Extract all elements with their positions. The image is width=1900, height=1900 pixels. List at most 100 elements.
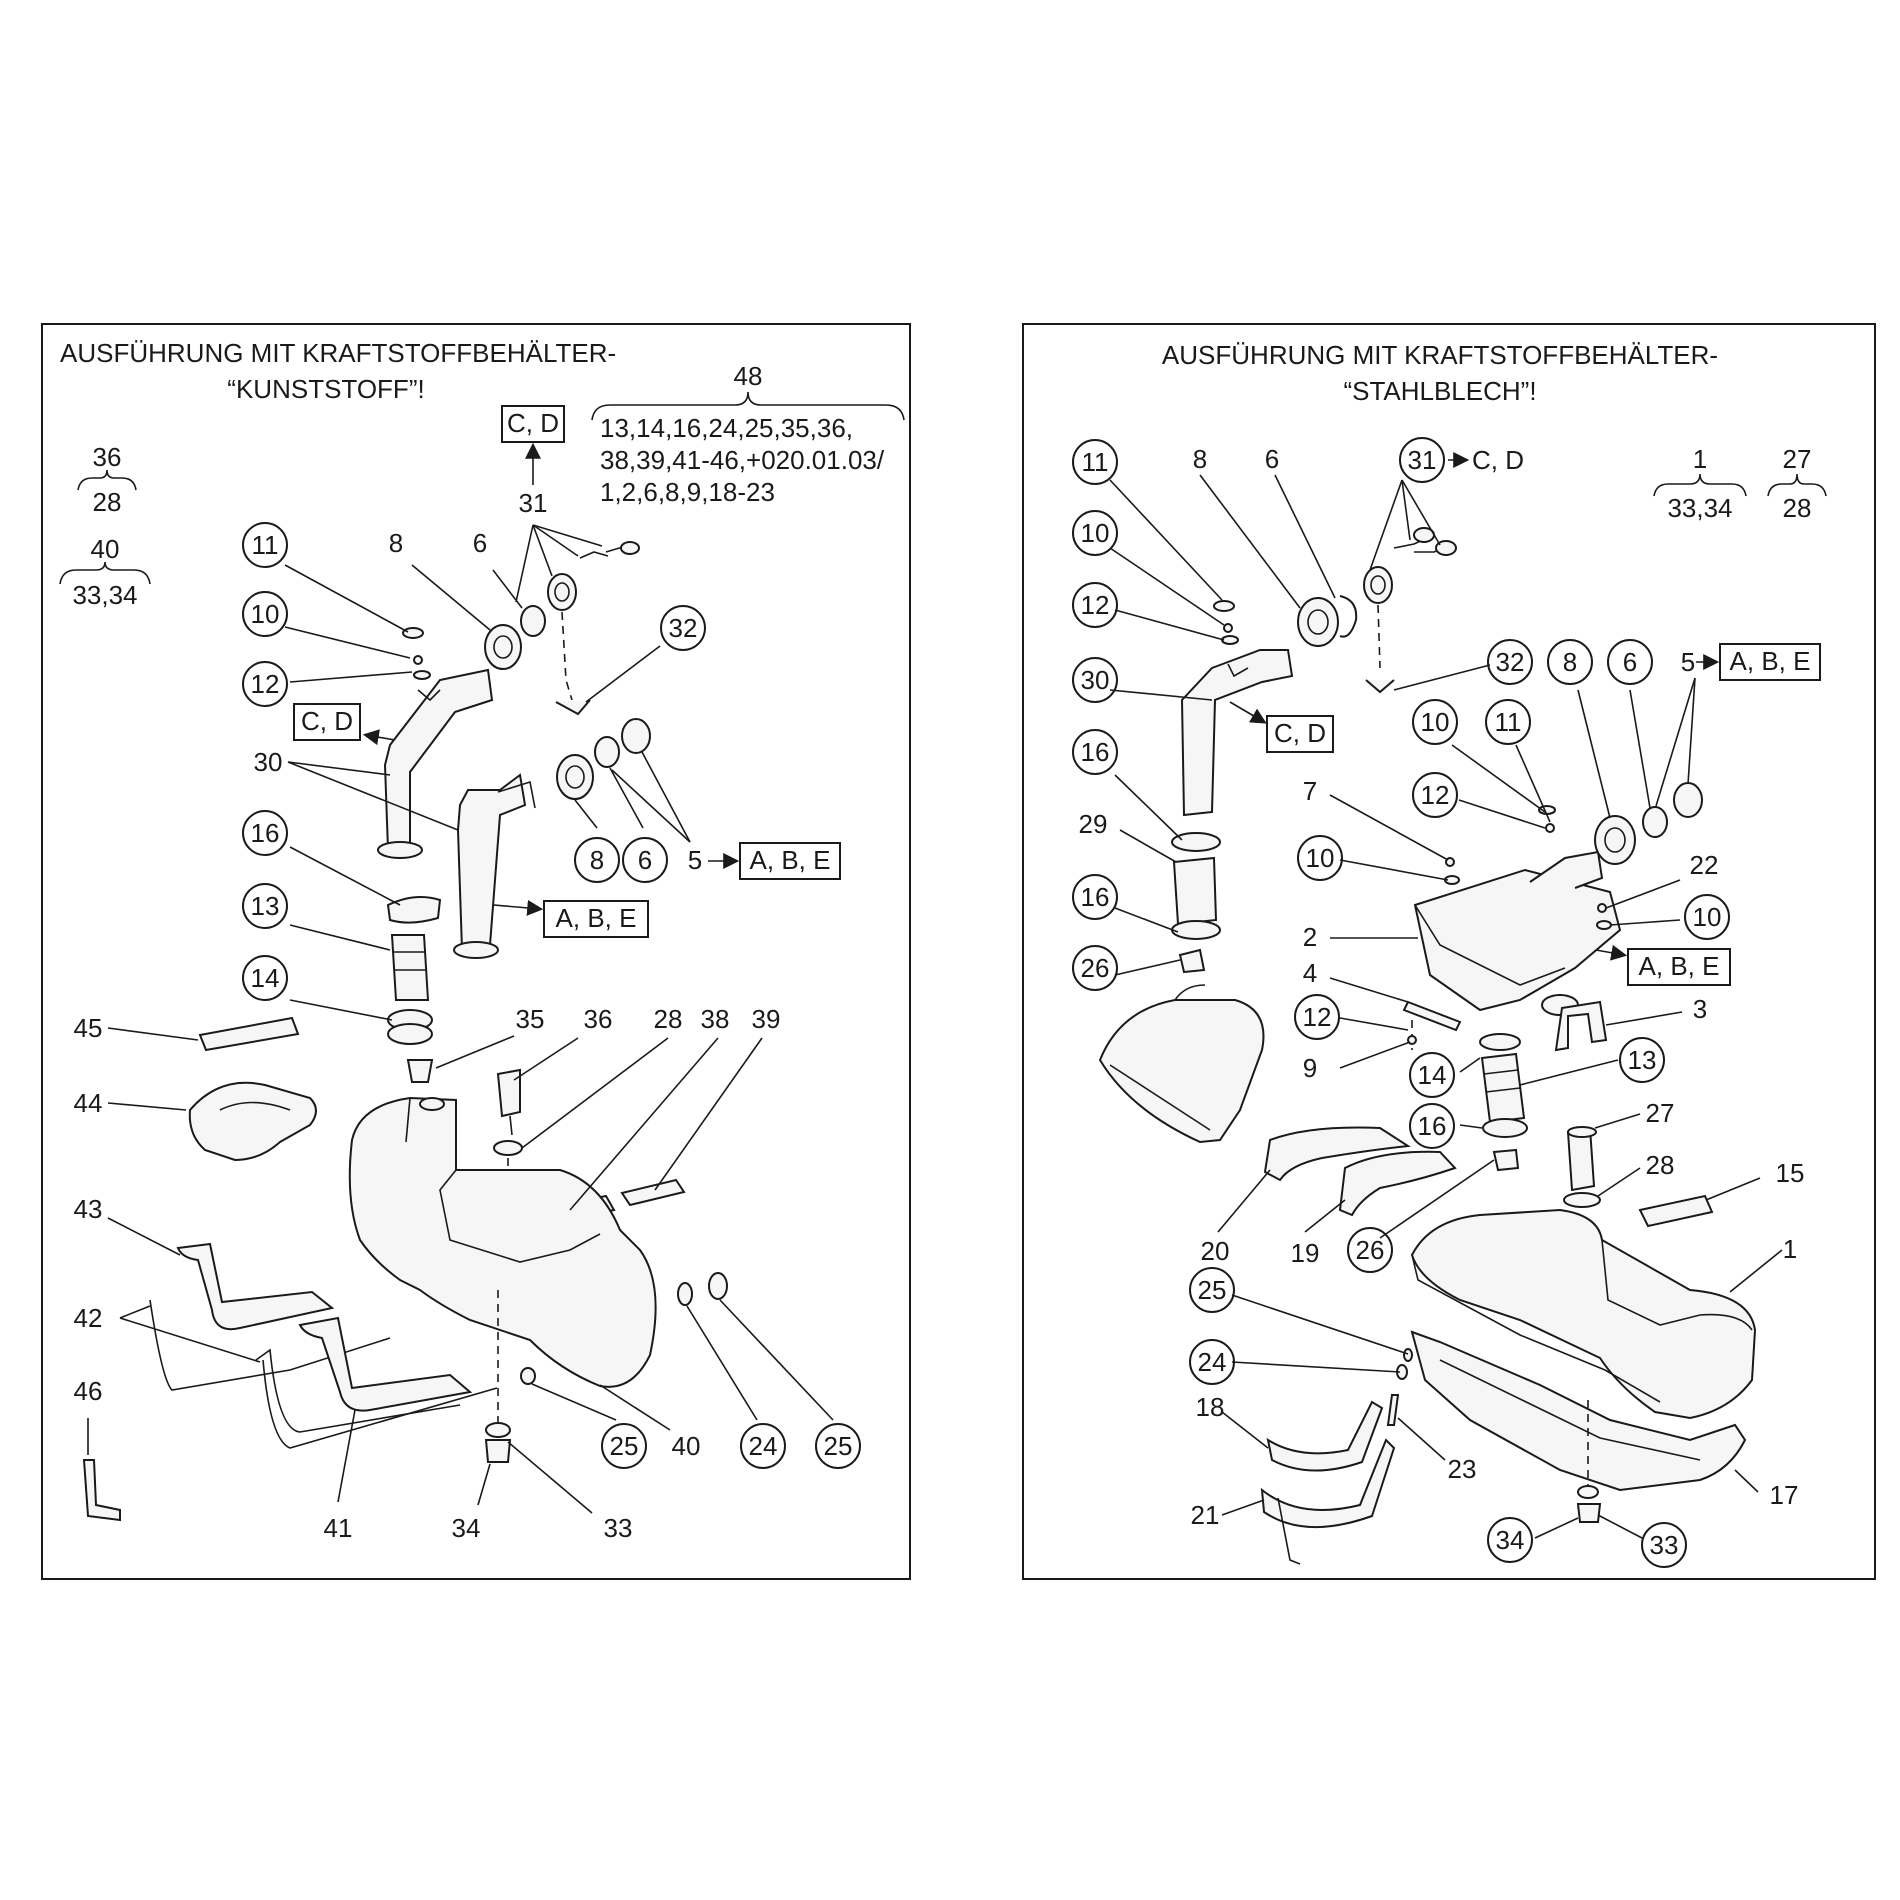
part-number: 17	[1770, 1480, 1799, 1510]
callout-circle	[622, 837, 668, 883]
callout-circle	[1684, 894, 1730, 940]
part-number: 23	[1448, 1454, 1477, 1484]
group-top: 36	[93, 442, 122, 472]
part-number: 15	[1776, 1158, 1805, 1188]
svg-text:C, D: C, D	[1274, 718, 1326, 748]
svg-text:A, B, E: A, B, E	[1730, 646, 1811, 676]
callout-circle	[1619, 1037, 1665, 1083]
callout-label: 13	[1628, 1045, 1657, 1075]
part-number: 31	[519, 488, 548, 518]
callouts-left: 11 10 12 16 13 14 8 6 32 25 24 25 8 6	[74, 488, 861, 1543]
callout-circle	[242, 661, 288, 707]
callout-circle	[1347, 1227, 1393, 1273]
callout-circle	[1607, 639, 1653, 685]
group-brace	[1767, 473, 1827, 497]
callout-circle	[815, 1423, 861, 1469]
part-number: 18	[1196, 1392, 1225, 1422]
part-number: 2	[1303, 922, 1317, 952]
callout-circle	[1072, 874, 1118, 920]
ref-box-abe-right: A, B, E	[739, 842, 841, 880]
part-number: 44	[74, 1088, 103, 1118]
ref-arrow	[1229, 701, 1267, 724]
part-number: 43	[74, 1194, 103, 1224]
part-number: 27	[1646, 1098, 1675, 1128]
part-number: 38	[701, 1004, 730, 1034]
svg-text:A, B, E: A, B, E	[1639, 951, 1720, 981]
part-number: 9	[1303, 1053, 1317, 1083]
callout-circle	[1072, 439, 1118, 485]
callout-label: 8	[1563, 647, 1577, 677]
kit-number: 48	[734, 361, 763, 391]
callout-label: 10	[1306, 843, 1335, 873]
part-number: 4	[1303, 958, 1317, 988]
callout-label: 10	[1421, 707, 1450, 737]
callout-circle	[242, 591, 288, 637]
callout-label: 12	[1081, 590, 1110, 620]
callout-circle	[1294, 994, 1340, 1040]
part-number: 7	[1303, 776, 1317, 806]
parts-drawing-left	[82, 541, 728, 1522]
part-number: 36	[584, 1004, 613, 1034]
group-brace	[77, 469, 137, 491]
callout-label: 14	[1418, 1060, 1447, 1090]
callout-label: 11	[1495, 707, 1522, 737]
group-brace	[59, 561, 151, 585]
callout-circle	[242, 883, 288, 929]
callout-label: 32	[1496, 647, 1525, 677]
part-number: 8	[1193, 444, 1207, 474]
panel-frame	[1022, 323, 1876, 1580]
panel-stahlblech: AUSFÜHRUNG MIT KRAFTSTOFFBEHÄLTER- “STAH…	[1022, 323, 1876, 1580]
ref-arrow-text: C, D	[1472, 445, 1524, 475]
parts-drawing-right	[1098, 527, 1757, 1565]
part-number: 5	[1681, 647, 1695, 677]
part-number: 46	[74, 1376, 103, 1406]
callout-label: 25	[1198, 1275, 1227, 1305]
callout-label: 26	[1356, 1235, 1385, 1265]
part-number: 33	[604, 1513, 633, 1543]
callout-circle	[1072, 657, 1118, 703]
callout-label: 24	[749, 1431, 778, 1461]
ref-box-abe-mid: A, B, E	[1627, 948, 1731, 986]
callout-circle	[1641, 1522, 1687, 1568]
ref-box-cd-top: C, D	[501, 405, 565, 443]
callouts-right: 11 10 12 30 16 16 26 31 32 8 6 10 11	[1072, 437, 1805, 1568]
callout-label: 12	[1303, 1002, 1332, 1032]
callout-label: 10	[251, 599, 280, 629]
callout-label: 24	[1198, 1347, 1227, 1377]
callout-circle	[660, 605, 706, 651]
callout-circle	[1072, 945, 1118, 991]
kit-line: 13,14,16,24,25,35,36,	[600, 413, 853, 443]
part-number: 5	[688, 845, 702, 875]
callout-circle	[1487, 639, 1533, 685]
callout-label: 26	[1081, 953, 1110, 983]
panel-title-line1: AUSFÜHRUNG MIT KRAFTSTOFFBEHÄLTER-	[1162, 340, 1718, 370]
callout-label: 10	[1081, 518, 1110, 548]
leaders-left	[87, 524, 834, 1514]
callout-circle	[1547, 639, 1593, 685]
group-bottom: 28	[93, 487, 122, 517]
panel-title-line2: “STAHLBLECH”!	[1343, 376, 1536, 406]
callout-circle	[1487, 1517, 1533, 1563]
group-bottom: 28	[1783, 493, 1812, 523]
callout-circle	[1409, 1052, 1455, 1098]
callout-circle	[1072, 582, 1118, 628]
callout-label: 33	[1650, 1530, 1679, 1560]
part-number: 30	[254, 747, 283, 777]
callout-label: 6	[638, 845, 652, 875]
part-number: 28	[1646, 1150, 1675, 1180]
callout-label: 16	[1081, 882, 1110, 912]
svg-text:A, B, E: A, B, E	[556, 903, 637, 933]
part-number: 20	[1201, 1236, 1230, 1266]
part-number: 1	[1783, 1234, 1797, 1264]
callout-circle	[1189, 1339, 1235, 1385]
group-top: 27	[1783, 444, 1812, 474]
callout-label: 6	[1623, 647, 1637, 677]
part-number: 29	[1079, 809, 1108, 839]
group-top: 1	[1693, 444, 1707, 474]
kit-line: 38,39,41-46,+020.01.03/	[600, 445, 885, 475]
callout-label: 34	[1496, 1525, 1525, 1555]
callout-label: 30	[1081, 665, 1110, 695]
part-number: 6	[1265, 444, 1279, 474]
callout-circle	[574, 837, 620, 883]
